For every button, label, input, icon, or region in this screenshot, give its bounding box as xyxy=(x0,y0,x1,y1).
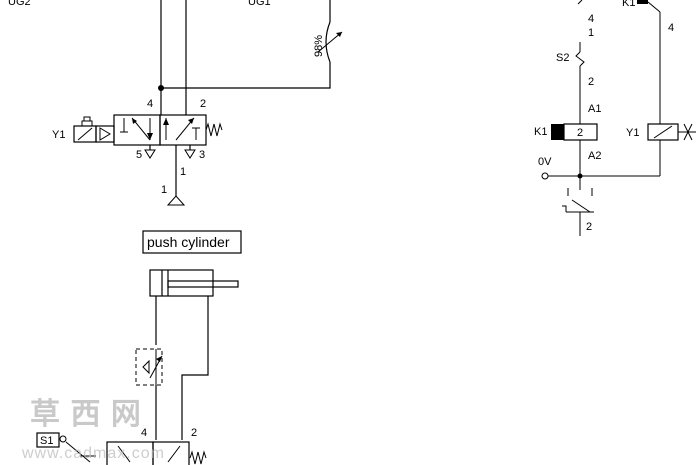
s2-port-2: 2 xyxy=(588,76,594,88)
cylinder-title: push cylinder xyxy=(147,234,230,250)
port-5: 5 xyxy=(136,149,142,161)
watermark-chars: 草 西 网 xyxy=(30,397,141,432)
lower-port-2: 2 xyxy=(191,427,197,439)
junction-dot xyxy=(158,85,164,91)
throttle-arrow xyxy=(317,31,343,53)
port-3: 3 xyxy=(199,149,205,161)
check-valve-icon xyxy=(142,359,150,375)
right-4: 4 xyxy=(668,22,674,34)
pilot-triangle xyxy=(99,127,111,141)
s2-label: S2 xyxy=(556,52,569,64)
coil-a1: A1 xyxy=(588,103,601,115)
pilot-box xyxy=(95,125,115,143)
coil-number: 2 xyxy=(577,127,583,139)
k1-top-contact xyxy=(637,0,648,4)
contact-1: 1 xyxy=(588,27,594,39)
coil-label: K1 xyxy=(534,126,547,138)
s2-contact xyxy=(575,51,585,67)
cylinder-body xyxy=(149,269,214,297)
port-4: 4 xyxy=(147,98,153,110)
electrical-circuit: K1 4 1 S2 2 A1 K1 2 A2 0V 4 Y1 xyxy=(534,0,696,236)
contact-4: 4 xyxy=(588,13,594,25)
sensor-s1-box xyxy=(36,432,60,448)
valve-square-left xyxy=(113,114,161,146)
cylinder-title-box xyxy=(142,230,242,254)
port-2: 2 xyxy=(200,98,206,110)
flow-control-box xyxy=(135,348,163,386)
cylinder-rod xyxy=(167,280,239,288)
pneumatic-circuit: UG2 UG1 98% 4 2 Y1 xyxy=(8,0,343,465)
lower-valve-spring xyxy=(189,450,207,465)
y1-label: Y1 xyxy=(626,127,639,139)
k1-top-label: K1 xyxy=(622,0,635,9)
sensor-s1-label: S1 xyxy=(40,435,53,447)
lower-valve-right xyxy=(152,441,190,465)
exhaust-3-icon xyxy=(184,149,196,159)
throttle-curve xyxy=(325,21,331,63)
watermark-url: www.cadmax.com xyxy=(21,445,165,462)
bottom-switch-contact xyxy=(571,199,591,213)
valve-square-right xyxy=(159,114,207,146)
watermark: 草 西 网 www.cadmax.com xyxy=(21,397,165,462)
sensor-roller-icon xyxy=(59,435,67,443)
supply-source-icon xyxy=(166,195,186,206)
label-ug1: UG1 xyxy=(248,0,271,8)
coil-black-block xyxy=(551,124,564,140)
valve-solenoid-label: Y1 xyxy=(52,129,65,141)
contact-bottom-2: 2 xyxy=(586,221,592,233)
y1-diode-icon xyxy=(683,123,693,141)
zero-v: 0V xyxy=(538,156,552,168)
valve-spring xyxy=(205,122,223,137)
throttle-percent: 98% xyxy=(313,35,325,57)
port-1b: 1 xyxy=(161,184,167,196)
exhaust-5-icon xyxy=(144,149,156,159)
lower-port-4: 4 xyxy=(141,427,147,439)
coil-a2: A2 xyxy=(588,150,601,162)
zero-v-terminal xyxy=(541,172,549,180)
port-1: 1 xyxy=(180,166,186,178)
label-ug2: UG2 xyxy=(8,0,31,8)
